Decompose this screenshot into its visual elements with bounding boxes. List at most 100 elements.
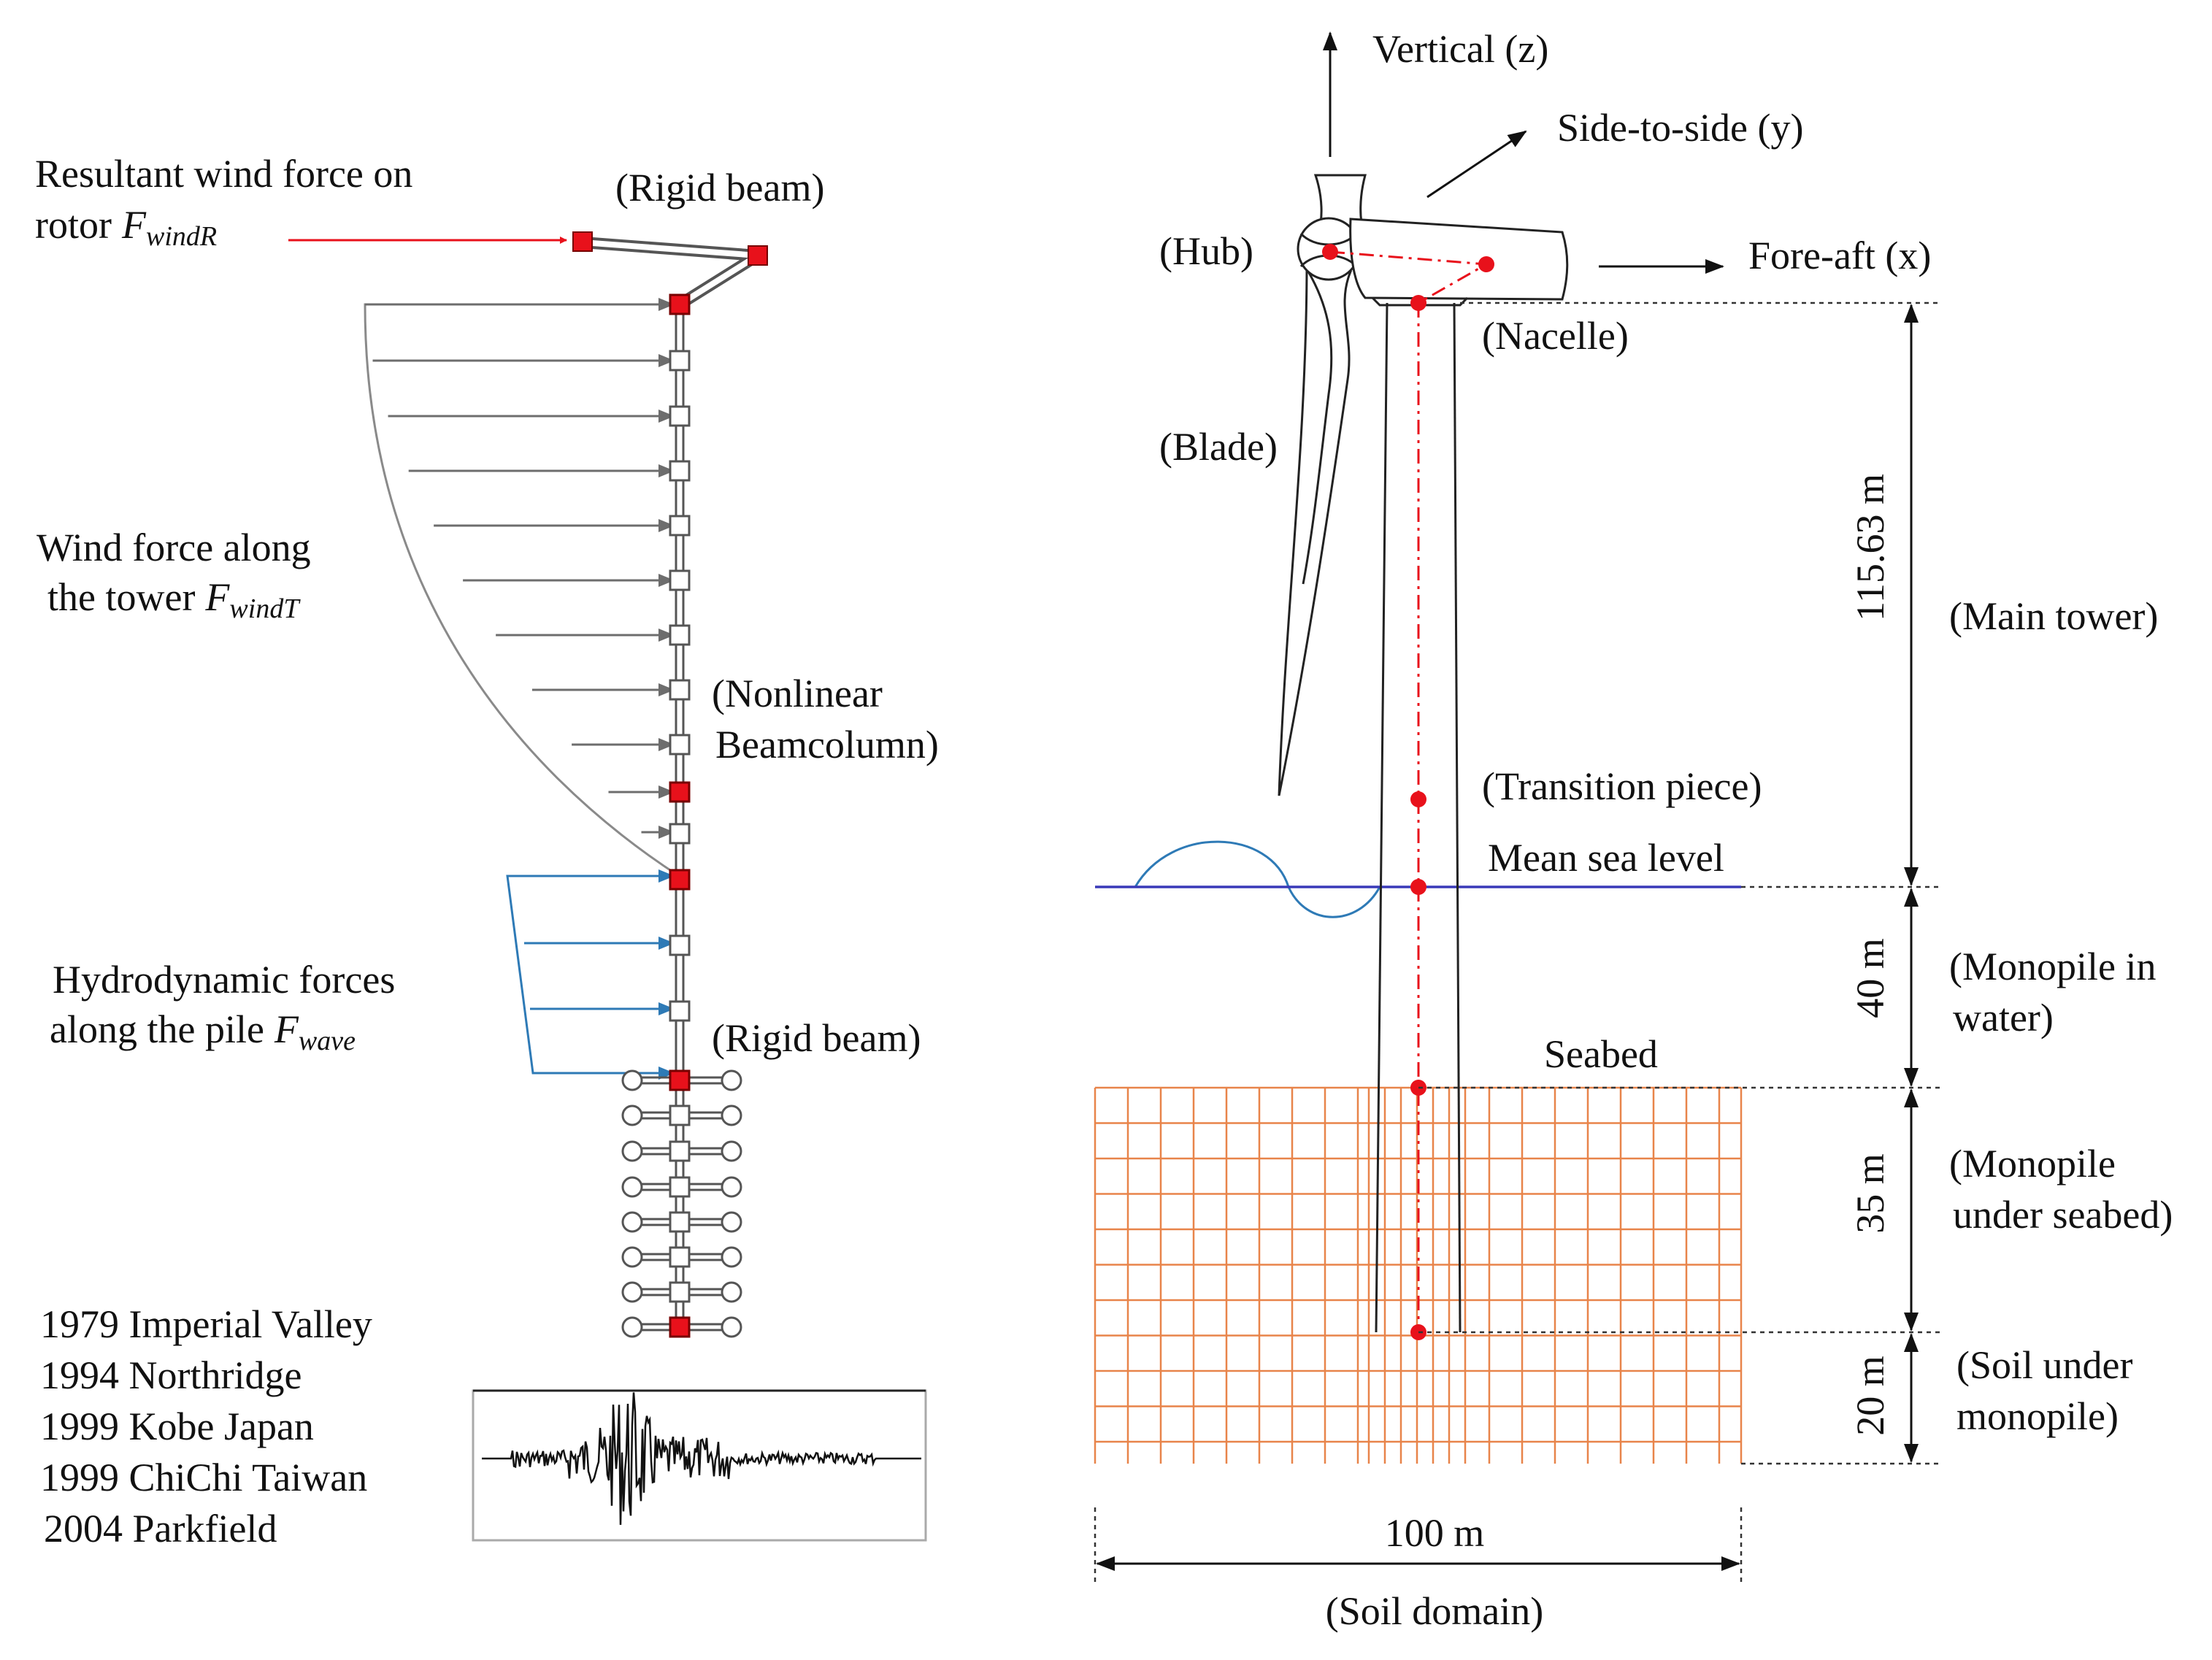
earthquake-3: 1999 Kobe Japan xyxy=(40,1405,314,1448)
tower-node-red xyxy=(669,781,691,803)
tower-node xyxy=(669,1246,691,1268)
tower-node xyxy=(669,405,691,427)
hydro-label-word: along the pile xyxy=(50,1007,264,1051)
tower-node-red xyxy=(669,293,691,315)
domain-width-label: 100 m xyxy=(1385,1511,1485,1555)
tower-node xyxy=(669,679,691,701)
earthquake-1: 1979 Imperial Valley xyxy=(40,1302,372,1346)
region-under-label-line1: (Monopile xyxy=(1949,1142,2116,1186)
nonlinear-label-line1: (Nonlinear xyxy=(712,672,883,715)
tower-node xyxy=(669,934,691,956)
msl-label: Mean sea level xyxy=(1488,836,1724,880)
tower-beam-column xyxy=(675,304,685,1321)
earthquake-list: 1979 Imperial Valley 1994 Northridge 199… xyxy=(40,1302,372,1551)
spring-end xyxy=(721,1246,742,1268)
spring-end xyxy=(621,1281,643,1303)
tower-node xyxy=(669,624,691,646)
region-soil-label-line1: (Soil under xyxy=(1956,1343,2132,1387)
rotor-force-symbol: F xyxy=(121,203,147,247)
rigid-beam-top-label: (Rigid beam) xyxy=(615,166,824,210)
spring-end xyxy=(621,1176,643,1198)
spring-end xyxy=(721,1281,742,1303)
hydro-symbol: F xyxy=(274,1007,299,1051)
spring-end xyxy=(721,1104,742,1126)
domain-label: (Soil domain) xyxy=(1326,1589,1543,1633)
rotor-force-label-line1: Resultant wind force on xyxy=(35,152,412,196)
earthquake-5: 2004 Parkfield xyxy=(44,1507,277,1551)
seabed-label: Seabed xyxy=(1544,1032,1658,1076)
tower-node xyxy=(669,1211,691,1233)
right-turbine-model: Vertical (z) Side-to-side (y) Fore-aft (… xyxy=(1094,27,2173,1633)
tower-node xyxy=(669,734,691,756)
ground-motion-record xyxy=(472,1389,927,1542)
nacelle xyxy=(1349,218,1569,301)
tower-node-red xyxy=(669,1316,691,1338)
spring-end xyxy=(721,1069,742,1091)
rotor-force-subscript: windR xyxy=(146,221,217,252)
tower-force-label-line1: Wind force along xyxy=(37,526,311,569)
spring-end xyxy=(621,1246,643,1268)
tower-node xyxy=(669,1000,691,1022)
region-water-label-line1: (Monopile in xyxy=(1949,945,2156,988)
region-water-label-line2: water) xyxy=(1953,996,2054,1040)
dim-soil-below-label: 20 m xyxy=(1848,1356,1892,1436)
rotor-force-label-word: rotor xyxy=(35,203,112,247)
region-main-tower-label: (Main tower) xyxy=(1949,594,2158,638)
model-key-nodes xyxy=(1322,244,1494,1340)
tower-wind-force-profile xyxy=(364,298,680,877)
region-soil-label-line2: monopile) xyxy=(1956,1394,2119,1438)
axis-vertical-label: Vertical (z) xyxy=(1372,27,1548,71)
soil-domain-mesh xyxy=(1094,1086,1743,1464)
earthquake-4: 1999 ChiChi Taiwan xyxy=(40,1456,367,1499)
spring-end xyxy=(621,1104,643,1126)
nacelle-label: (Nacelle) xyxy=(1482,314,1629,358)
model-centerline xyxy=(1329,250,1490,1332)
side-to-side-axis-arrow xyxy=(1426,130,1527,199)
sea-wave xyxy=(1134,840,1381,918)
spring-end xyxy=(621,1316,643,1338)
hydrodynamic-force-profile xyxy=(506,869,679,1080)
tower-node xyxy=(669,1140,691,1162)
soil-springs xyxy=(621,1069,742,1338)
spring-end xyxy=(721,1211,742,1233)
level-lines xyxy=(1094,301,1942,1584)
tower-node-red xyxy=(669,869,691,891)
blade-label: (Blade) xyxy=(1159,425,1278,469)
hydro-label-line1: Hydrodynamic forces xyxy=(53,958,395,1002)
rigid-beam-node-left xyxy=(572,231,593,252)
dim-tower-label: 115.63 m xyxy=(1848,474,1892,621)
tower-node xyxy=(669,1104,691,1126)
earthquake-2: 1994 Northridge xyxy=(40,1353,302,1397)
dim-pile-soil-label: 35 m xyxy=(1848,1153,1892,1234)
tower-outline xyxy=(1375,302,1462,1333)
tower-node-red xyxy=(669,1069,691,1091)
tower-node xyxy=(669,1281,691,1303)
tower-node xyxy=(669,460,691,482)
rigid-beam-bottom-label: (Rigid beam) xyxy=(712,1016,921,1060)
dim-water-label: 40 m xyxy=(1848,938,1892,1018)
tower-node xyxy=(669,569,691,591)
axis-side-label: Side-to-side (y) xyxy=(1557,106,1803,150)
tower-nodes xyxy=(669,293,691,1338)
spring-end xyxy=(721,1316,742,1338)
spring-end xyxy=(721,1176,742,1198)
tower-node xyxy=(669,515,691,537)
hydro-subscript: wave xyxy=(299,1026,356,1056)
spring-end xyxy=(621,1211,643,1233)
hub-label: (Hub) xyxy=(1159,229,1253,273)
axis-fore-label: Fore-aft (x) xyxy=(1748,234,1931,277)
transition-label: (Transition piece) xyxy=(1482,764,1762,808)
spring-end xyxy=(621,1140,643,1162)
tower-node xyxy=(669,1176,691,1198)
tower-node xyxy=(669,823,691,845)
tower-node xyxy=(669,350,691,372)
tower-force-label-word: the tower xyxy=(47,575,195,619)
spring-end xyxy=(621,1069,643,1091)
spring-end xyxy=(721,1140,742,1162)
nonlinear-label-line2: Beamcolumn) xyxy=(715,723,939,766)
